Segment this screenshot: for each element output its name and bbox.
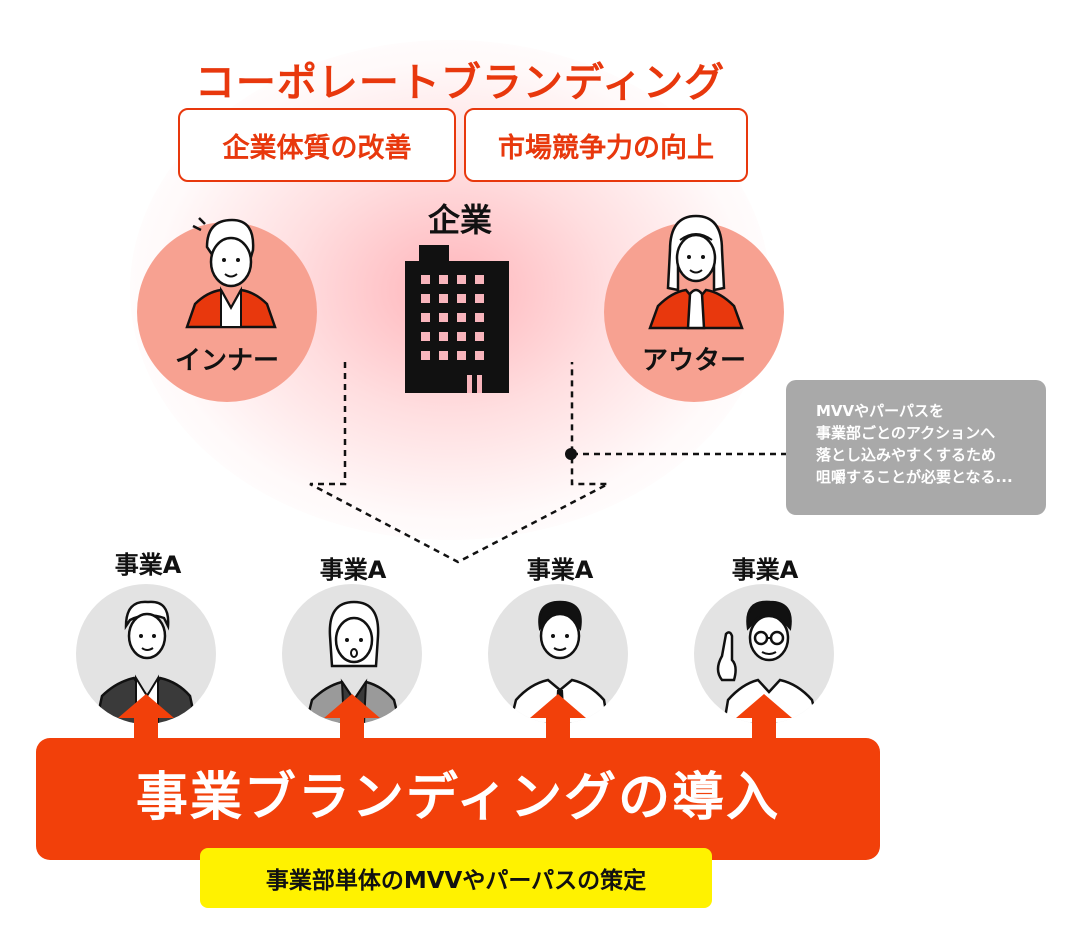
sub-banner: 事業部単体のMVVやパーパスの策定: [200, 848, 712, 908]
banner-text: 事業ブランディングの導入: [135, 767, 781, 828]
goal-label: 市場競争力の向上: [498, 132, 714, 164]
up-arrow-icon: [118, 694, 174, 742]
business-unit-label: 事業A: [319, 556, 387, 584]
up-arrow-icon: [324, 694, 380, 742]
outer-label: アウター: [641, 346, 746, 376]
outer-circle: アウター: [604, 214, 784, 402]
businesswoman-icon: [185, 217, 277, 329]
goal-box-culture: 企業体質の改善: [178, 108, 456, 182]
business-unit-label: 事業A: [114, 551, 182, 579]
note-line: 事業部ごとのアクションへ: [816, 424, 996, 442]
inner-label: インナー: [174, 346, 279, 376]
note-callout: MVVやパーパスを 事業部ごとのアクションへ 落とし込みやすくするため 咀嚼する…: [786, 380, 1046, 515]
woman-praying-icon: [648, 214, 744, 330]
main-banner: 事業ブランディングの導入: [36, 738, 880, 860]
corporate-label: 企業: [427, 201, 492, 239]
man-with-glasses-icon: [716, 600, 820, 724]
goal-label: 企業体質の改善: [222, 132, 412, 164]
business-unit-label: 事業A: [731, 556, 799, 584]
sub-banner-text: 事業部単体のMVVやパーパスの策定: [265, 868, 647, 894]
up-arrow-icon: [736, 694, 792, 742]
goal-box-competitiveness: 市場競争力の向上: [464, 108, 748, 182]
up-arrow-icon: [530, 694, 586, 742]
inner-circle: インナー: [137, 217, 317, 402]
page-title: コーポレートブランディング: [194, 60, 726, 106]
note-line: 落とし込みやすくするため: [816, 446, 997, 464]
note-line: 咀嚼することが必要となる...: [816, 468, 1013, 486]
note-line: MVVやパーパスを: [816, 402, 944, 420]
business-unit-label: 事業A: [526, 556, 594, 584]
building-icon: [405, 245, 509, 393]
